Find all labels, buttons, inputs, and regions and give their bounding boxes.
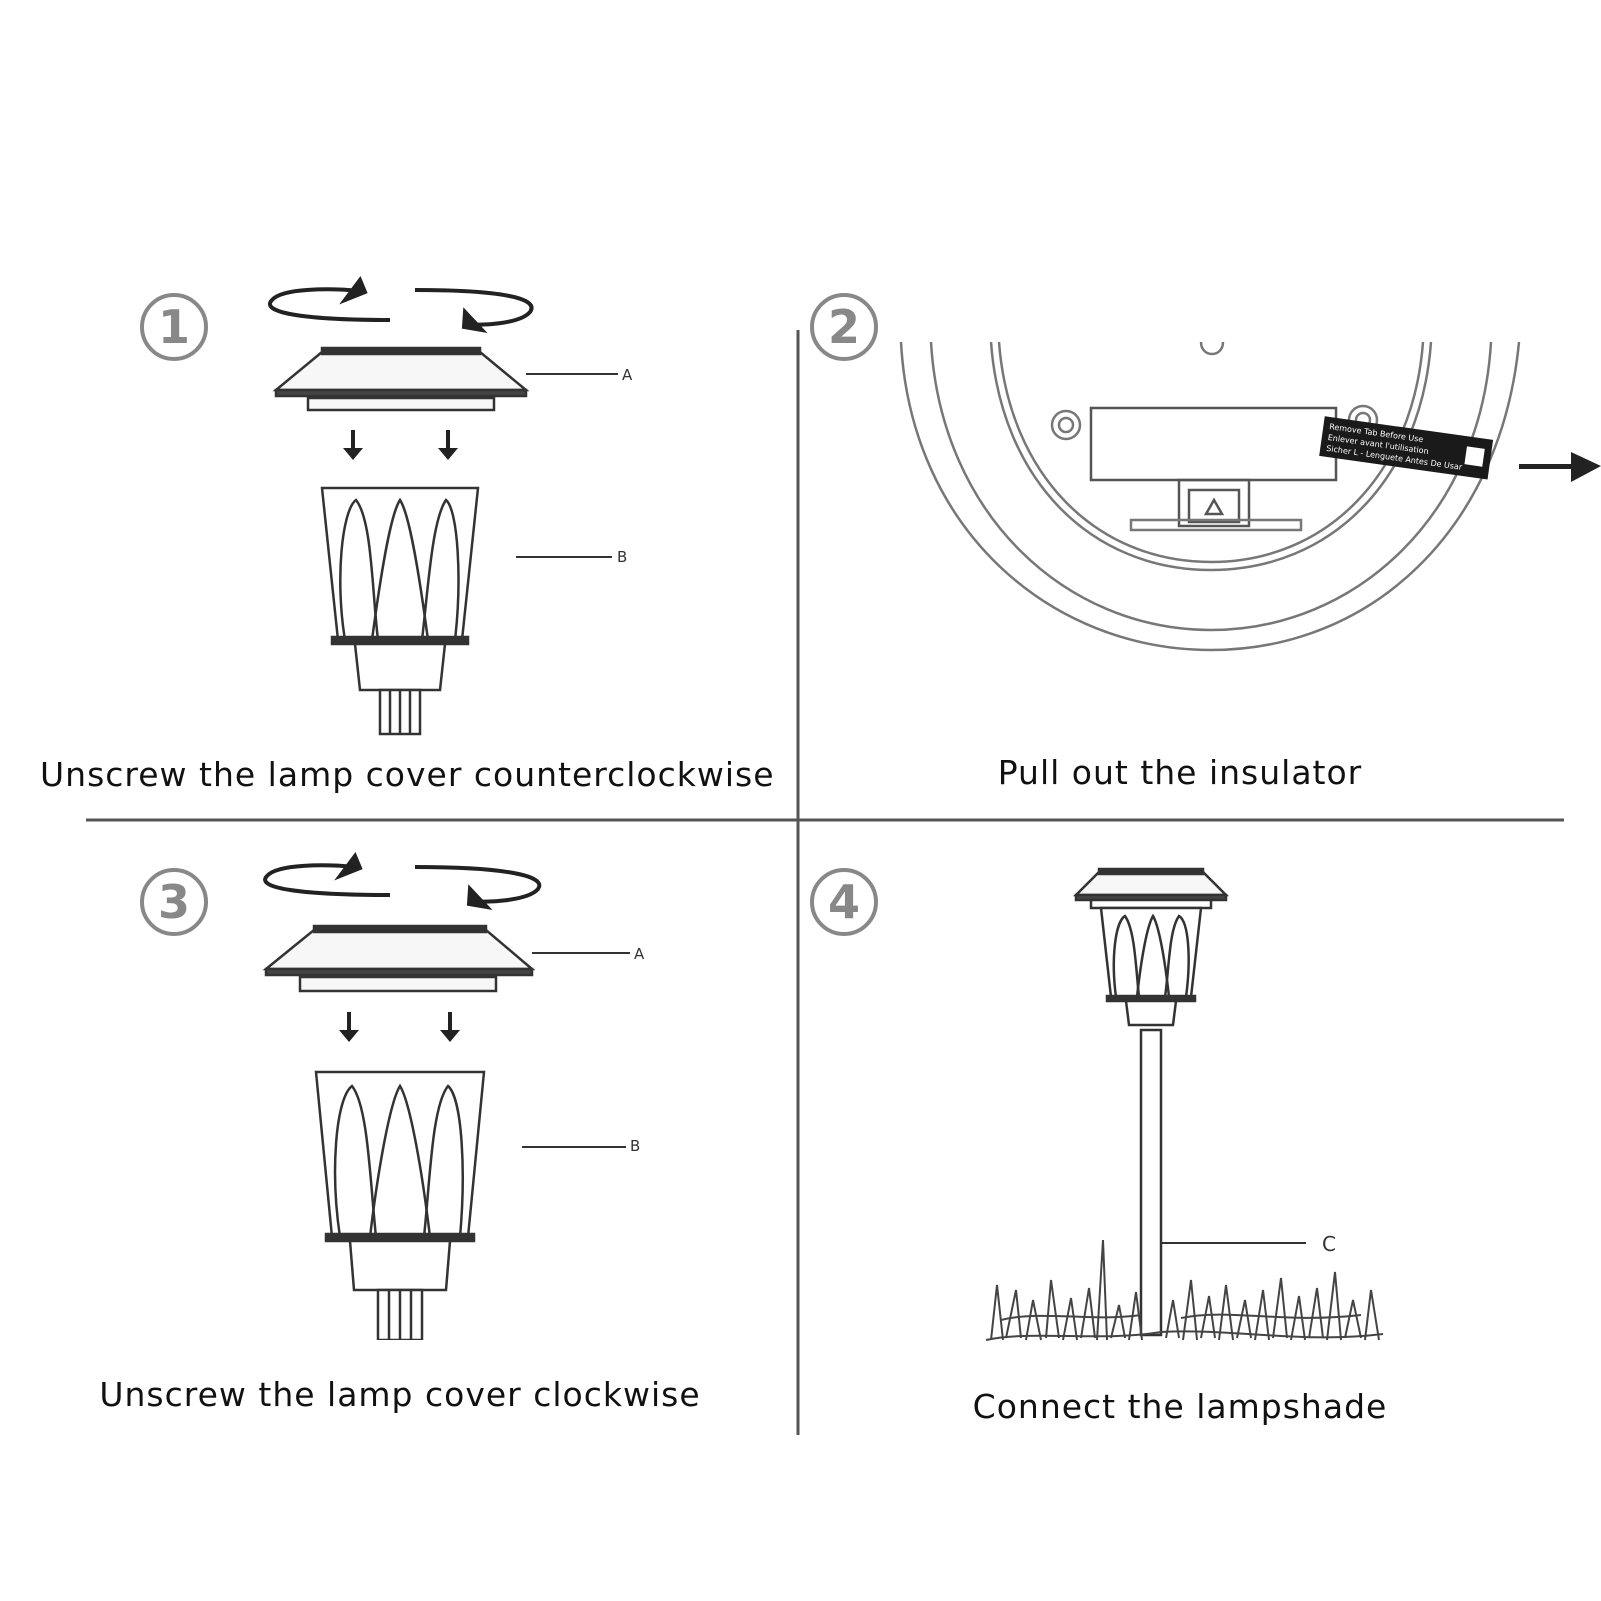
assembled-lamp — [1072, 867, 1306, 1337]
lamp-base-underside — [899, 341, 1521, 652]
part-label-c-step-4: C — [1322, 1232, 1336, 1256]
step-4-number-badge: 4 — [810, 868, 878, 936]
step-4-caption: Connect the lampshade — [972, 1387, 1388, 1426]
part-label-b-step-1: B — [617, 548, 628, 566]
part-label-a-step-1: A — [622, 366, 633, 384]
step-3-number-badge: 3 — [140, 868, 208, 936]
insulator-tab: Remove Tab Before Use Enlever avant l'ut… — [1319, 416, 1494, 480]
lamp-body-b — [314, 1070, 626, 1340]
step-3-illustration — [262, 852, 630, 1340]
step-1-caption: Unscrew the lamp cover counterclockwise — [40, 755, 775, 794]
down-arrows-icon — [339, 1012, 460, 1042]
rotation-arrows-icon — [263, 852, 542, 910]
lamp-cover-a — [262, 924, 630, 993]
step-3-caption: Unscrew the lamp cover clockwise — [99, 1375, 701, 1414]
step-2-number-badge: 2 — [810, 293, 878, 361]
lamp-cover-a — [272, 346, 618, 412]
step-2-illustration: Remove Tab Before Use Enlever avant l'ut… — [899, 341, 1601, 652]
down-arrows-icon — [343, 430, 458, 460]
step-1-illustration — [268, 276, 618, 736]
step-4-illustration — [985, 867, 1384, 1341]
part-label-b-step-3: B — [630, 1137, 641, 1155]
rotation-arrows-icon — [268, 276, 534, 333]
lamp-body-b — [320, 486, 612, 736]
grass-icon — [985, 1239, 1384, 1341]
part-label-a-step-3: A — [634, 945, 645, 963]
step-1-number-badge: 1 — [140, 293, 208, 361]
pull-arrow-icon — [1519, 452, 1601, 482]
step-2-caption: Pull out the insulator — [997, 753, 1363, 792]
